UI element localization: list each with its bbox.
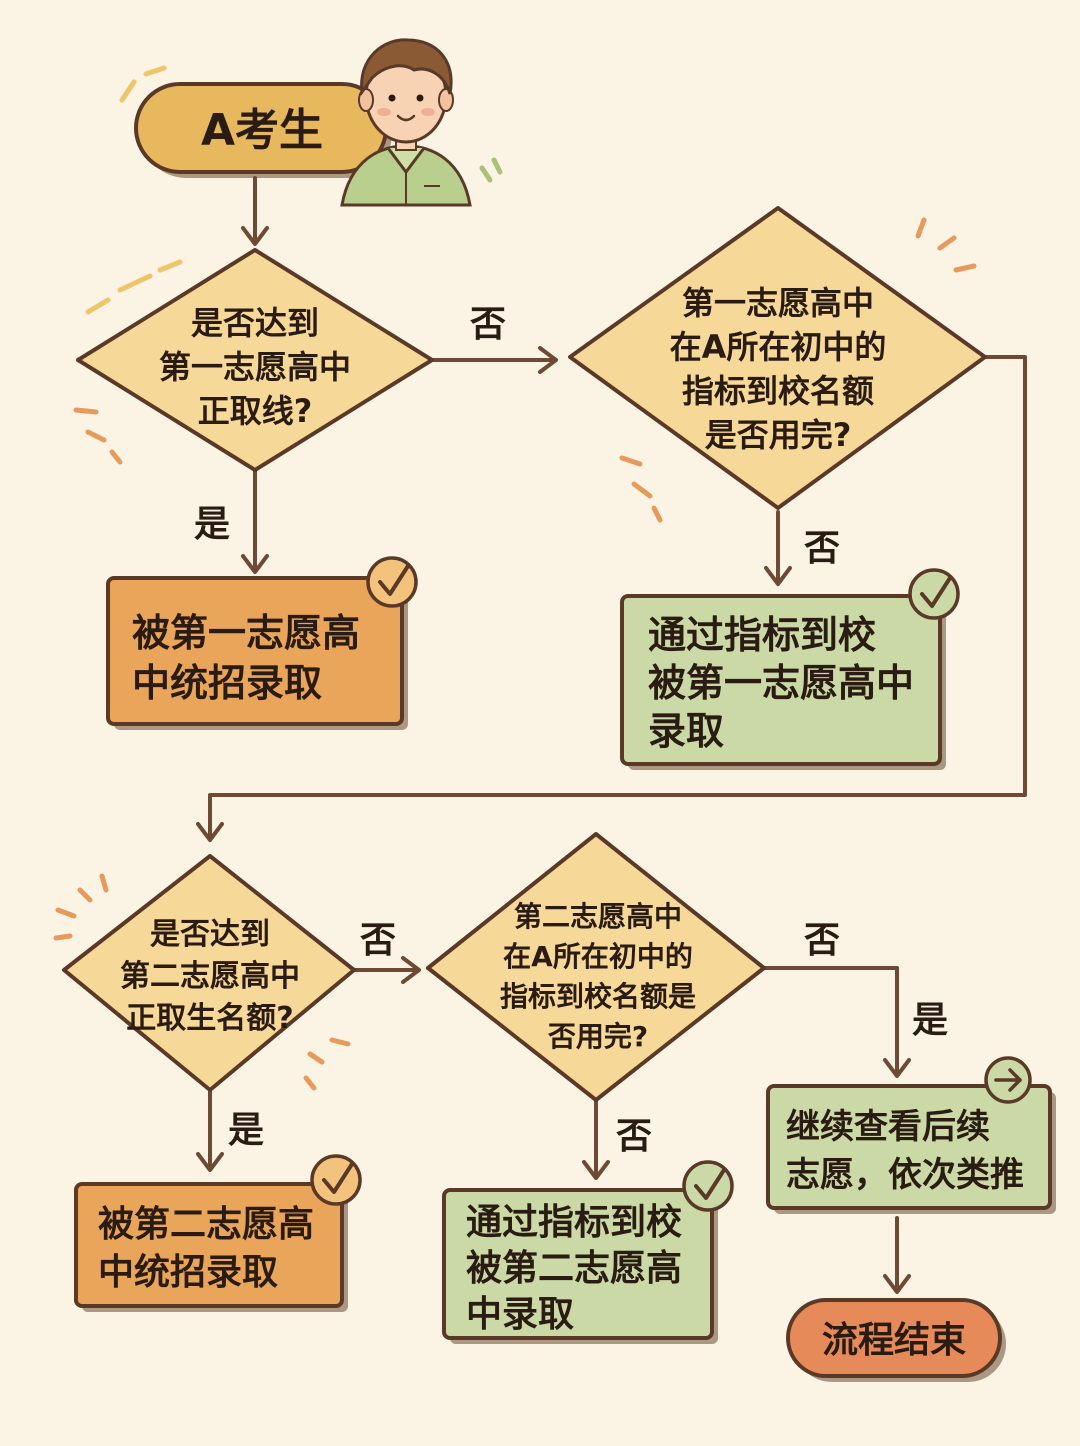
result-r5-line-2: 志愿，依次类推 <box>786 1155 1024 1195</box>
decision-d2: 第一志愿高中 在A所在初中的 指标到校名额 是否用完? <box>568 206 987 510</box>
edge-label-d4-no: 否 <box>616 1116 652 1157</box>
decision-d1-line-3: 正取线? <box>198 392 313 430</box>
decision-d1-line-1: 是否达到 <box>191 304 319 342</box>
result-r3-line-2: 中统招录取 <box>98 1252 278 1293</box>
result-r3: 被第二志愿高 中统招录取 <box>74 1154 362 1312</box>
arrowhead <box>241 226 269 246</box>
decision-d4: 第二志愿高中 在A所在初中的 指标到校名额是 否用完? <box>426 832 766 1102</box>
edge-d4-to-r5 <box>762 966 899 1076</box>
edge-label-d3-no: 否 <box>360 920 396 961</box>
decision-d3-line-1: 是否达到 <box>150 917 270 952</box>
arrow-right-icon <box>984 1056 1032 1104</box>
result-r1: 被第一志愿高 中统招录取 <box>106 556 418 730</box>
decision-d3-line-3: 正取生名额? <box>126 1001 293 1036</box>
result-r4-line-2: 被第二志愿高 <box>466 1248 682 1289</box>
decision-d4-line-2: 在A所在初中的 <box>503 940 693 973</box>
decision-d4-line-1: 第二志愿高中 <box>514 900 682 933</box>
arrowhead <box>883 1274 911 1294</box>
decision-d4-line-3: 指标到校名额是 <box>500 980 696 1013</box>
edge-label-d1-yes: 是 <box>194 504 230 545</box>
start-node: A考生 <box>134 82 392 178</box>
arrowhead <box>241 554 269 574</box>
result-r4: 通过指标到校 被第二志愿高 中录取 <box>442 1160 734 1344</box>
edge-label-d4-no-right: 否 <box>804 920 840 961</box>
start-label: A考生 <box>201 105 323 156</box>
decision-d2-line-1: 第一志愿高中 <box>682 284 874 322</box>
edge-label-d4-yes: 是 <box>912 1000 948 1041</box>
connectors <box>196 176 1027 1294</box>
result-r1-line-2: 中统招录取 <box>132 661 322 705</box>
arrowhead <box>196 822 224 842</box>
result-r5-line-1: 继续查看后续 <box>786 1107 990 1147</box>
decision-d3: 是否达到 第二志愿高中 正取生名额? <box>62 854 356 1092</box>
result-r1-line-1: 被第一志愿高 <box>132 611 360 655</box>
arrowhead <box>883 1058 911 1078</box>
decorative-dashes <box>53 65 977 1091</box>
result-r2: 通过指标到校 被第一志愿高中 录取 <box>620 568 960 770</box>
check-icon <box>682 1160 734 1212</box>
check-icon <box>908 568 960 620</box>
student-avatar-icon <box>340 38 472 207</box>
decision-d2-line-3: 指标到校名额 <box>682 372 874 410</box>
edge-d2-to-d3 <box>208 355 1027 840</box>
decision-d2-line-2: 在A所在初中的 <box>670 328 887 366</box>
decision-d4-line-4: 否用完? <box>548 1020 648 1053</box>
arrowhead <box>196 1152 224 1172</box>
check-icon <box>366 556 418 608</box>
decision-d1: 是否达到 第一志愿高中 正取线? <box>76 248 434 472</box>
arrowhead <box>538 346 558 374</box>
end-node: 流程结束 <box>786 1298 1006 1382</box>
decision-d2-line-4: 是否用完? <box>705 416 852 454</box>
arrowhead <box>582 1160 610 1180</box>
result-r4-line-1: 通过指标到校 <box>466 1202 682 1243</box>
end-label: 流程结束 <box>822 1320 966 1361</box>
decision-d1-line-2: 第一志愿高中 <box>159 348 351 386</box>
edge-labels: 否 是 否 否 是 否 否 是 <box>194 304 948 1157</box>
edge-label-d1-no: 否 <box>470 304 506 345</box>
result-r2-line-2: 被第一志愿高中 <box>648 661 914 705</box>
edge-label-d3-yes: 是 <box>228 1110 264 1151</box>
check-icon <box>310 1154 362 1206</box>
decision-d3-line-2: 第二志愿高中 <box>120 959 300 994</box>
result-r2-line-3: 录取 <box>648 709 724 753</box>
result-r5: 继续查看后续 志愿，依次类推 <box>766 1056 1056 1214</box>
arrowhead <box>764 566 792 586</box>
result-r3-line-1: 被第二志愿高 <box>98 1204 314 1245</box>
result-r2-line-1: 通过指标到校 <box>648 613 876 657</box>
result-r4-line-3: 中录取 <box>466 1294 574 1335</box>
arrowhead <box>401 956 421 984</box>
edge-label-d2-no: 否 <box>804 528 840 569</box>
